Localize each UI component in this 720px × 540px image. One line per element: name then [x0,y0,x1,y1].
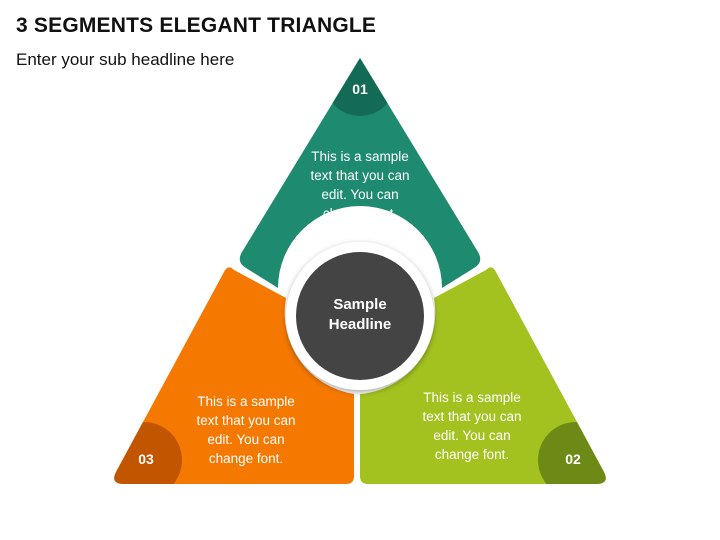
center-headline-line1: Sample [333,296,387,313]
badge-02-number: 02 [565,451,581,467]
badge-03-number: 03 [138,451,154,467]
segment-03-text: This is a sample text that you can edit.… [196,394,296,466]
segment-01-text: This is a sample text that you can edit.… [310,149,410,221]
center-circle [286,242,434,390]
page-subtitle: Enter your sub headline here [16,50,235,69]
center-headline-line2: Headline [328,316,392,333]
badge-01-number: 01 [352,81,368,97]
badge-01-circle [324,58,396,116]
center-headline: Sample Headline [300,295,420,335]
page-title: 3 SEGMENTS ELEGANT TRIANGLE [16,14,377,37]
segment-02-text: This is a sample text that you can edit.… [422,390,522,462]
